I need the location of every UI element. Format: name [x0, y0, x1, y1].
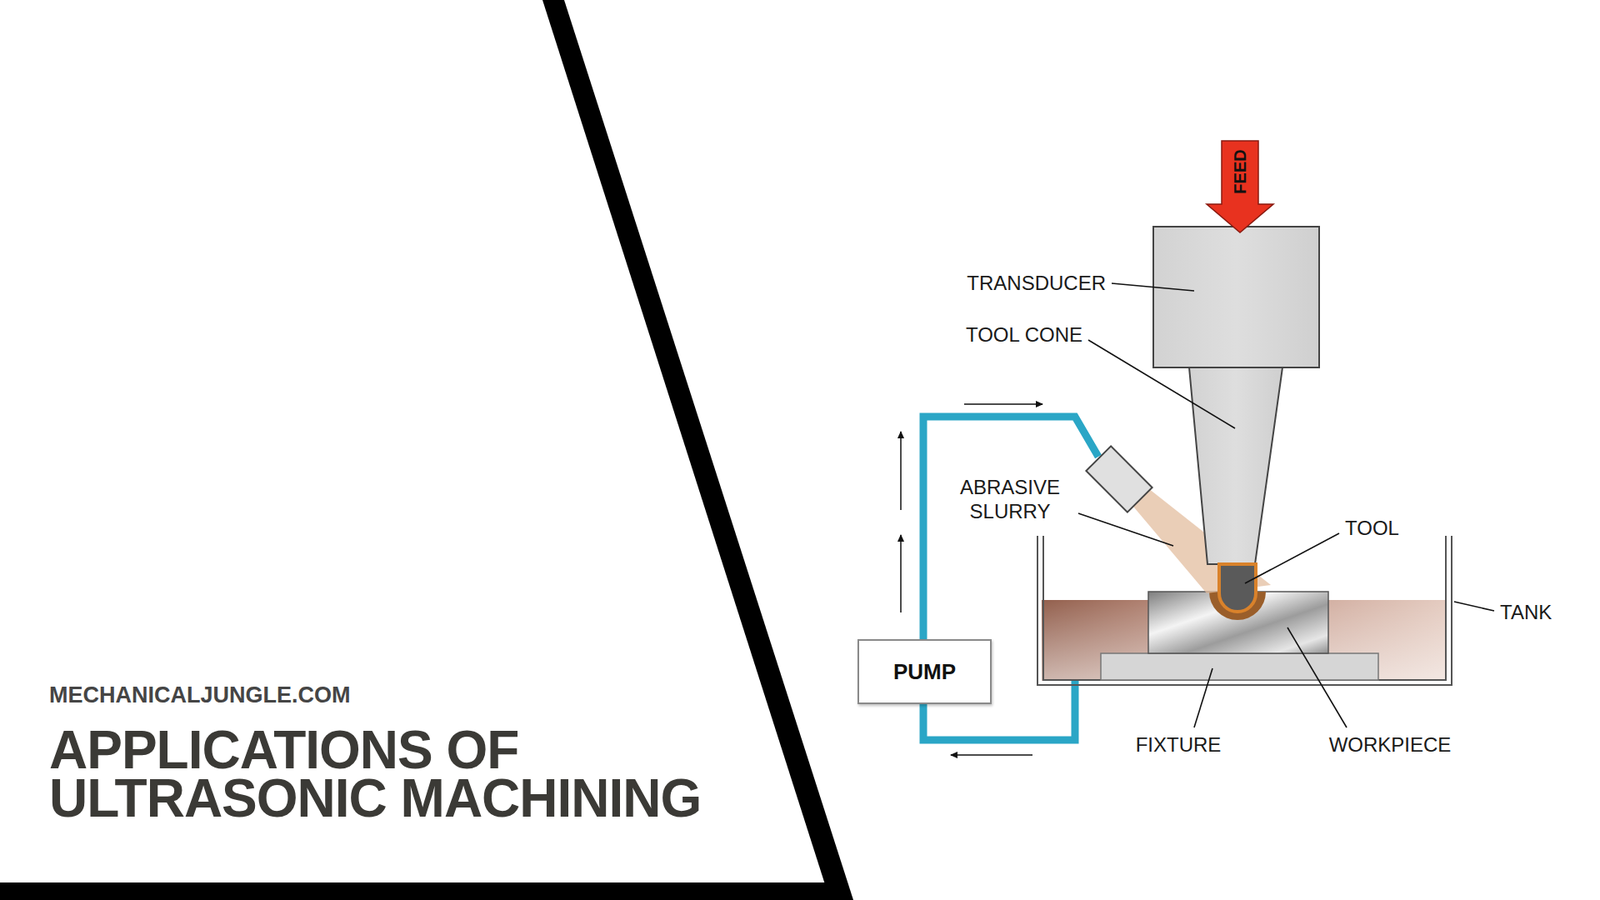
node-text: PUMP: [893, 659, 956, 685]
flow-arrow: [900, 431, 902, 510]
part-label: TANK: [1500, 600, 1552, 625]
tool: [1219, 564, 1256, 612]
tool-cone: [1189, 367, 1283, 565]
feed-arrow: [1206, 140, 1274, 233]
part-label: WORKPIECE: [1329, 733, 1452, 758]
fixture: [1100, 653, 1379, 680]
leader-line: [1454, 601, 1495, 611]
leader-line: [1287, 627, 1347, 728]
page-title: APPLICATIONS OF ULTRASONIC MACHINING: [49, 725, 766, 823]
part-label: ABRASIVE SLURRY: [947, 475, 1073, 525]
flow-arrow: [950, 754, 1033, 756]
part-label: TOOL CONE: [965, 323, 1083, 348]
leader-line: [1194, 668, 1213, 728]
flow-arrow: [964, 403, 1043, 405]
part-label: TRANSDUCER: [966, 271, 1106, 296]
pump-box: PUMP: [857, 639, 992, 705]
leader-line: [1088, 340, 1235, 429]
leader-line: [1078, 513, 1174, 546]
transducer: [1153, 226, 1320, 368]
leader-line: [1111, 283, 1195, 291]
bottom-bar: [0, 882, 842, 900]
part-label: FIXTURE: [1135, 733, 1222, 758]
feed-label: FEED: [1230, 149, 1250, 194]
part-label: TOOL: [1345, 516, 1400, 541]
nozzle: [1085, 445, 1152, 512]
leader-line: [1245, 533, 1340, 584]
flow-arrow: [900, 535, 902, 613]
diagonal-band: [542, 0, 854, 900]
leader-lines: [1078, 283, 1495, 728]
watermark: MECHANICALJUNGLE.COM: [49, 681, 351, 709]
